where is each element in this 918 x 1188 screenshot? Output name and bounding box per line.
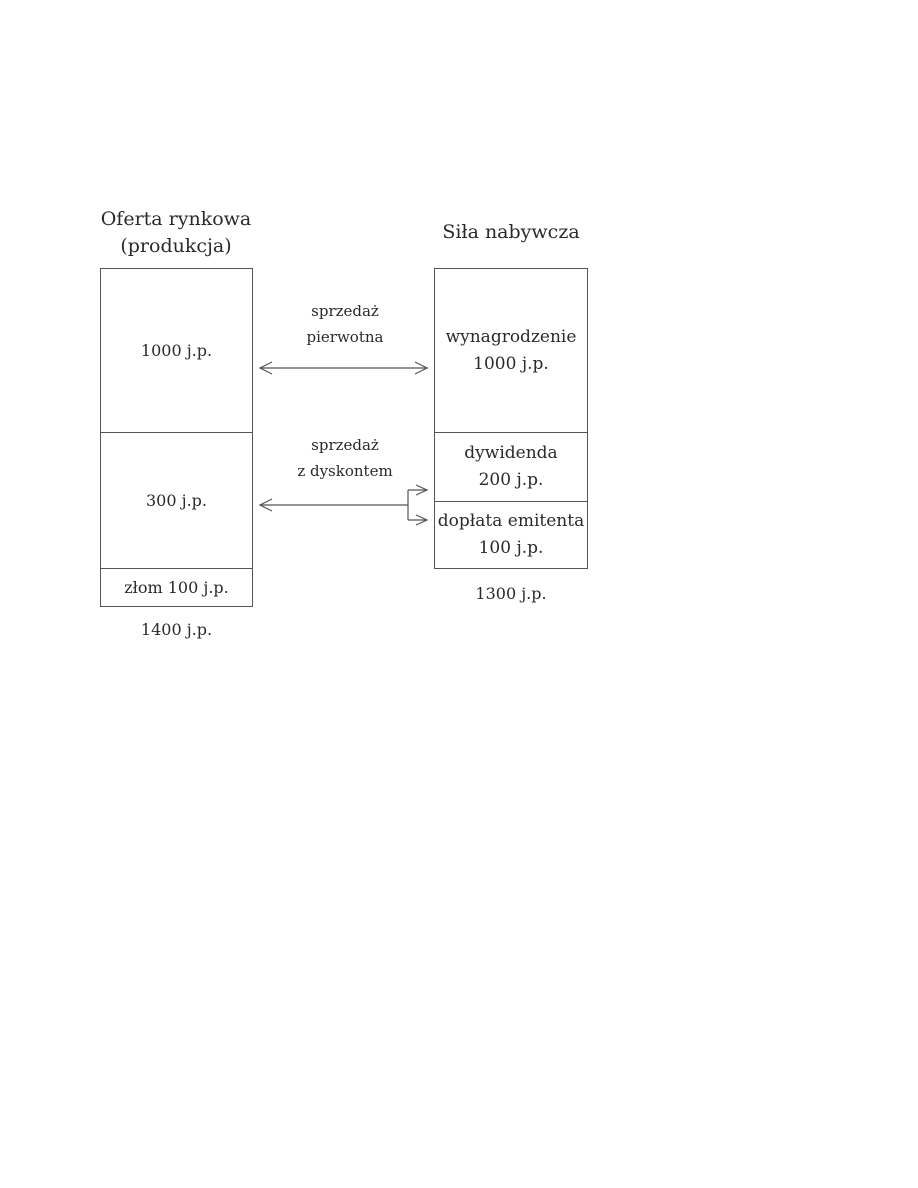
market-offer-total: 1400 j.p. (140, 620, 213, 639)
discount-sale-line2: z dyskontem (297, 462, 393, 480)
primary-sale-label: sprzedaż pierwotna (270, 298, 420, 350)
purchasing-power-total: 1300 j.p. (475, 584, 547, 603)
discount-sale-label: sprzedaż z dyskontem (270, 432, 420, 484)
scrap-cell: złom 100 j.p. (101, 568, 252, 606)
wages-cell: wynagrodzenie 1000 j.p. (435, 269, 587, 432)
scrap-value: złom 100 j.p. (124, 578, 229, 597)
primary-sale-line1: sprzedaż (311, 302, 379, 320)
discount-sale-line1: sprzedaż (311, 436, 379, 454)
primary-production-cell: 1000 j.p. (101, 269, 252, 432)
discounted-production-cell: 300 j.p. (101, 432, 252, 568)
market-offer-title: Oferta rynkowa (100, 208, 252, 230)
discounted-production-value: 300 j.p. (146, 491, 207, 510)
primary-production-value: 1000 j.p. (140, 341, 213, 360)
primary-sale-arrow (258, 361, 429, 375)
issuer-surcharge-label: dopłata emitenta (437, 511, 585, 531)
purchasing-power-heading: Siła nabywcza (405, 219, 617, 246)
purchasing-power-column: wynagrodzenie 1000 j.p. dywidenda 200 j.… (434, 268, 588, 569)
wages-label: wynagrodzenie (445, 326, 577, 347)
purchasing-power-title: Siła nabywcza (442, 221, 580, 243)
dividend-label: dywidenda (464, 443, 558, 463)
issuer-surcharge-cell: dopłata emitenta 100 j.p. (435, 501, 587, 568)
market-offer-subtitle: (produkcja) (120, 235, 232, 257)
discount-sale-arrow (258, 484, 429, 526)
primary-sale-line2: pierwotna (306, 328, 384, 346)
wages-value: 1000 j.p. (473, 353, 549, 374)
market-offer-column: 1000 j.p. 300 j.p. złom 100 j.p. (100, 268, 253, 607)
issuer-surcharge-value: 100 j.p. (478, 538, 544, 558)
market-offer-heading: Oferta rynkowa (produkcja) (70, 206, 282, 260)
dividend-cell: dywidenda 200 j.p. (435, 432, 587, 501)
dividend-value: 200 j.p. (478, 470, 544, 490)
